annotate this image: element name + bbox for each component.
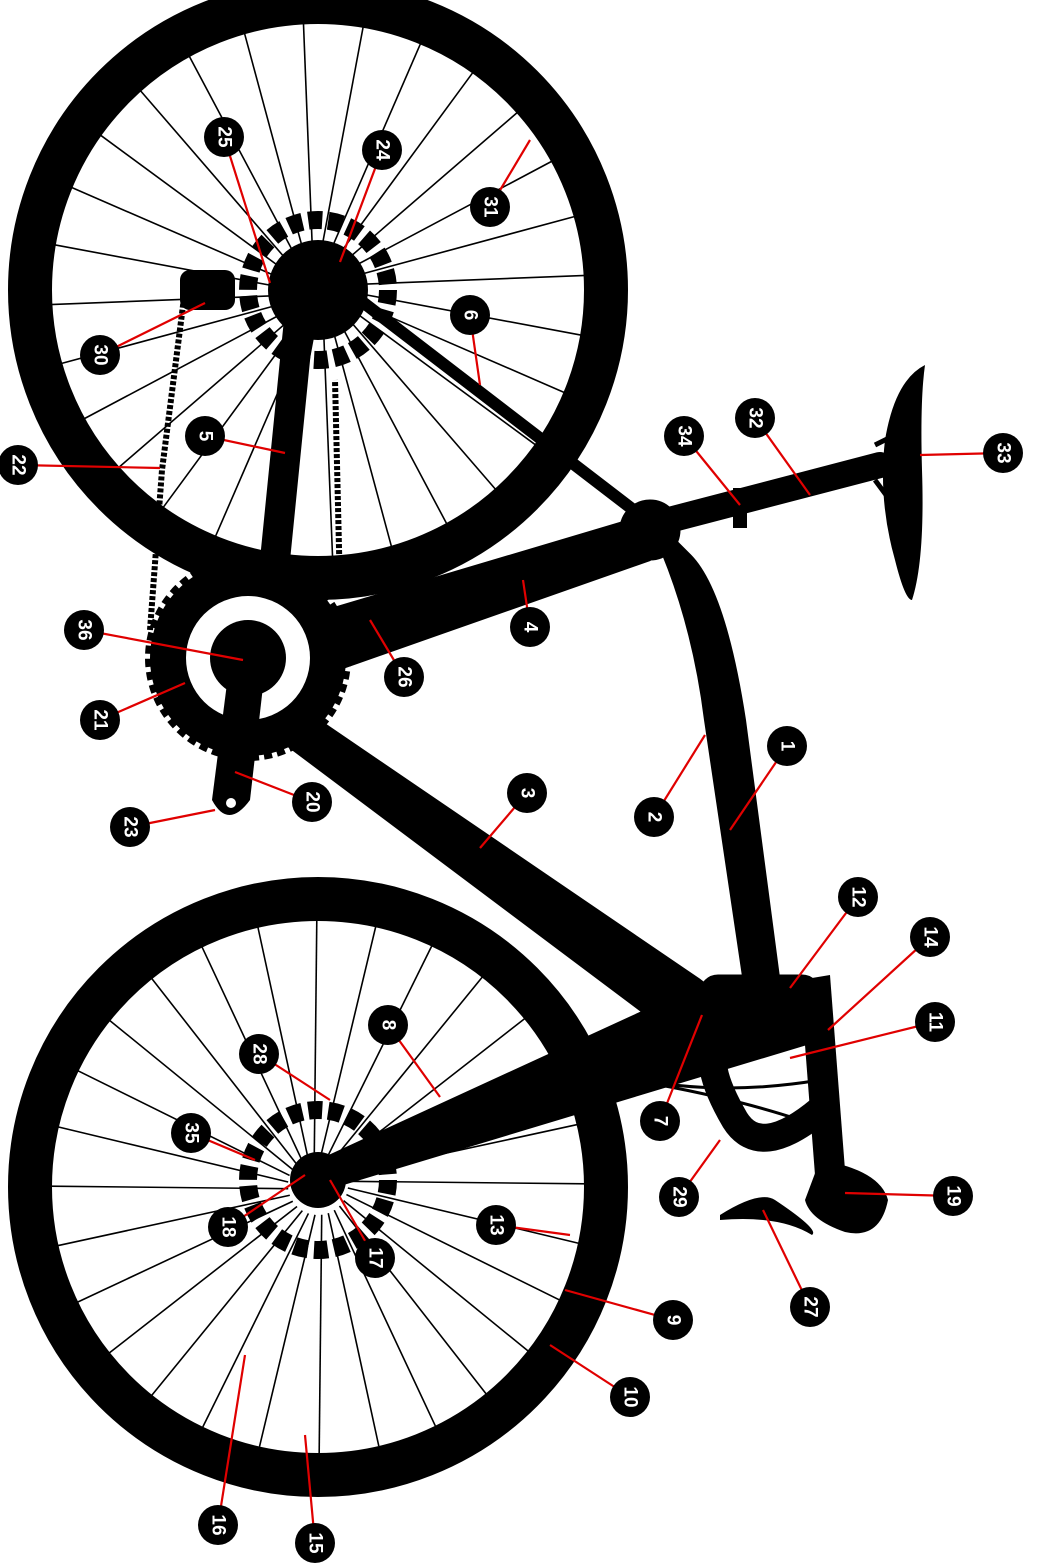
- callout-number: 4: [520, 622, 541, 633]
- leader-line-14: [828, 937, 930, 1030]
- callout-number: 23: [120, 816, 141, 837]
- callout-10: 10: [610, 1377, 650, 1417]
- callout-4: 4: [510, 607, 550, 647]
- callout-7: 7: [640, 1101, 680, 1141]
- spoke: [314, 917, 317, 1155]
- callout-number: 31: [480, 196, 501, 218]
- leader-line-22: [18, 465, 160, 468]
- callout-14: 14: [910, 917, 950, 957]
- callout-number: 19: [943, 1185, 964, 1206]
- derailleur-cage: [180, 270, 235, 310]
- callout-number: 6: [460, 310, 481, 321]
- callout-31: 31: [470, 187, 510, 227]
- callout-number: 11: [925, 1012, 946, 1033]
- callout-35: 35: [171, 1113, 211, 1153]
- callout-32: 32: [735, 398, 775, 438]
- callout-number: 32: [745, 407, 766, 428]
- chain-lower: [150, 290, 185, 630]
- callout-20: 20: [292, 782, 332, 822]
- callout-34: 34: [664, 416, 704, 456]
- callout-number: 27: [800, 1296, 821, 1317]
- callout-number: 15: [305, 1532, 326, 1554]
- callout-number: 7: [650, 1116, 671, 1127]
- callout-3: 3: [507, 773, 547, 813]
- callout-30: 30: [80, 335, 120, 375]
- callout-number: 10: [620, 1386, 641, 1407]
- stem: [800, 975, 845, 1175]
- callout-number: 30: [90, 344, 111, 365]
- callout-number: 12: [848, 886, 869, 907]
- callout-number: 21: [90, 709, 111, 731]
- callout-28: 28: [239, 1034, 279, 1074]
- callout-number: 8: [378, 1020, 399, 1031]
- callout-13: 13: [476, 1205, 516, 1245]
- spoke: [203, 1213, 309, 1427]
- callout-number: 33: [993, 442, 1014, 463]
- callout-19: 19: [933, 1176, 973, 1216]
- callout-1: 1: [767, 726, 807, 766]
- callout-number: 25: [214, 126, 235, 148]
- callout-number: 3: [517, 788, 538, 799]
- callout-16: 16: [198, 1505, 238, 1545]
- callout-number: 22: [8, 454, 29, 475]
- callout-number: 26: [394, 666, 415, 687]
- callout-number: 16: [208, 1514, 229, 1535]
- callout-number: 1: [777, 741, 798, 752]
- seatpost: [650, 465, 880, 525]
- spoke: [57, 1195, 290, 1246]
- spoke: [346, 216, 576, 278]
- shifter-hood: [805, 1160, 888, 1233]
- callout-number: 20: [302, 791, 323, 812]
- callout-number: 17: [365, 1247, 386, 1268]
- callout-8: 8: [368, 1005, 408, 1045]
- callout-number: 36: [74, 619, 95, 640]
- callout-number: 14: [920, 926, 941, 948]
- callout-27: 27: [790, 1287, 830, 1327]
- pedal-hole: [226, 798, 236, 808]
- callout-23: 23: [110, 807, 150, 847]
- callout-29: 29: [659, 1177, 699, 1217]
- callout-36: 36: [64, 610, 104, 650]
- callout-9: 9: [653, 1300, 693, 1340]
- rear-wheel: [30, 2, 606, 578]
- top-tube: [640, 505, 780, 990]
- callout-number: 18: [218, 1216, 239, 1237]
- callout-21: 21: [80, 700, 120, 740]
- spoke: [348, 1188, 580, 1243]
- callout-22: 22: [0, 445, 38, 485]
- callout-number: 29: [669, 1186, 690, 1207]
- callout-18: 18: [208, 1207, 248, 1247]
- callout-number: 28: [249, 1043, 270, 1064]
- callout-2: 2: [634, 797, 674, 837]
- callout-number: 35: [181, 1122, 202, 1144]
- callout-number: 9: [663, 1315, 684, 1326]
- cassette: [268, 240, 368, 340]
- callout-25: 25: [204, 117, 244, 157]
- saddle: [883, 365, 925, 600]
- rear-derailleur: [180, 270, 235, 310]
- callout-11: 11: [915, 1002, 955, 1042]
- callout-12: 12: [838, 877, 878, 917]
- spoke: [140, 90, 296, 270]
- callout-24: 24: [362, 130, 402, 170]
- callout-5: 5: [185, 416, 225, 456]
- callout-number: 34: [674, 425, 695, 447]
- leader-lines: [18, 137, 1003, 1543]
- callout-17: 17: [355, 1238, 395, 1278]
- callout-33: 33: [983, 433, 1023, 473]
- callouts: 1234567891011121314151617181920212223242…: [0, 117, 1023, 1563]
- callout-number: 24: [372, 139, 393, 161]
- callout-number: 2: [644, 812, 665, 823]
- front-wheel: [30, 899, 606, 1475]
- callout-15: 15: [295, 1523, 335, 1563]
- callout-number: 5: [195, 431, 216, 442]
- callout-number: 13: [486, 1214, 507, 1235]
- seatpost-clamp: [733, 488, 747, 528]
- callout-26: 26: [384, 657, 424, 697]
- callout-6: 6: [450, 295, 490, 335]
